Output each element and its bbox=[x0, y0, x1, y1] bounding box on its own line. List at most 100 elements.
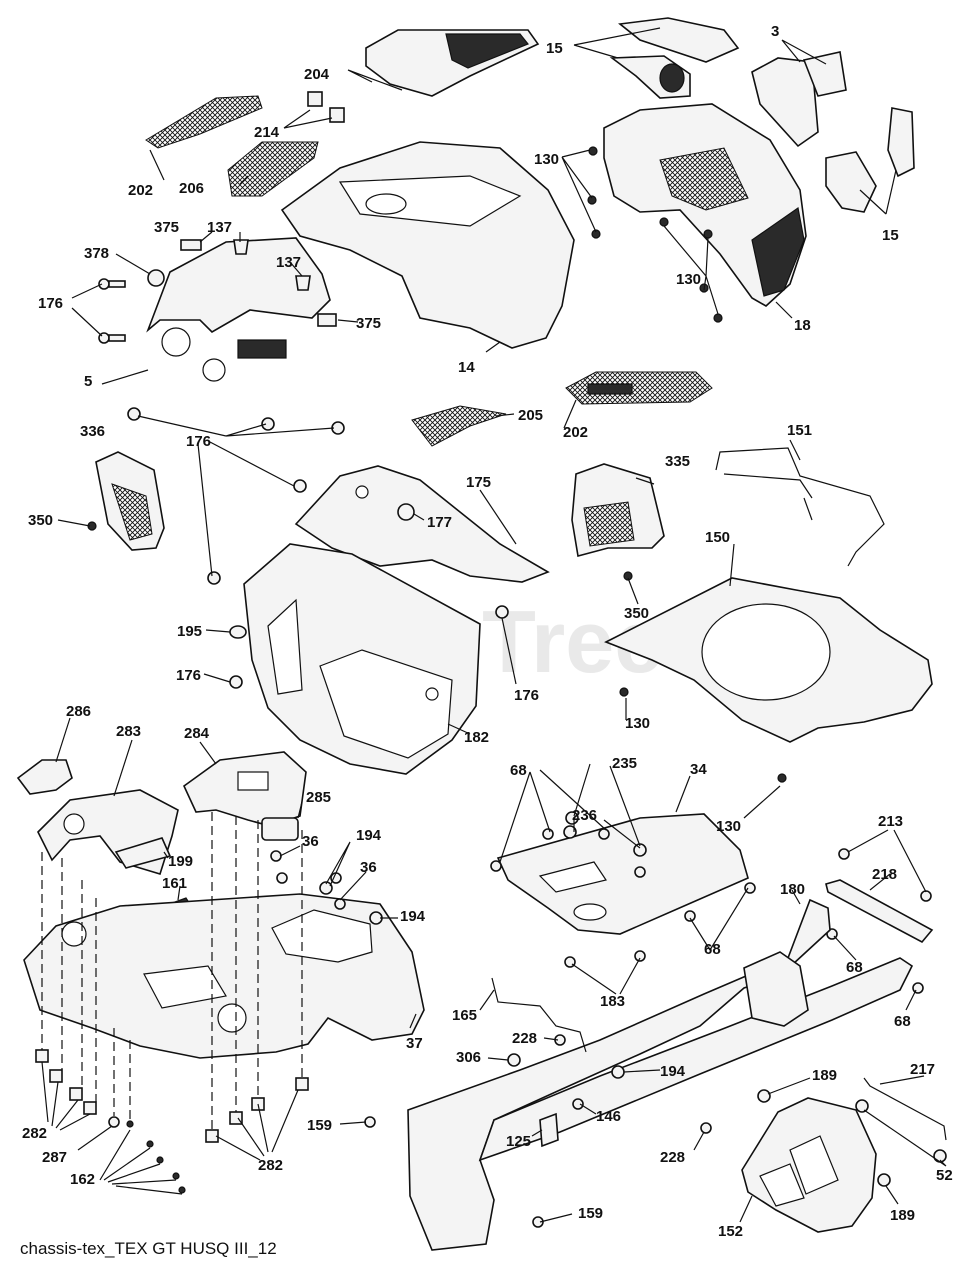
callout-130-d[interactable]: 130 bbox=[716, 818, 741, 835]
part-137-clip-b[interactable] bbox=[295, 275, 311, 291]
callout-194-c[interactable]: 194 bbox=[660, 1063, 686, 1080]
callout-68-b[interactable]: 68 bbox=[704, 941, 721, 958]
part-151-bracket[interactable] bbox=[715, 447, 885, 567]
callout-176-c[interactable]: 176 bbox=[176, 667, 201, 684]
callout-152[interactable]: 152 bbox=[718, 1223, 743, 1240]
part-283-left-cover[interactable] bbox=[37, 789, 179, 875]
callout-218[interactable]: 218 bbox=[872, 866, 897, 883]
callout-228-b[interactable]: 228 bbox=[660, 1149, 685, 1166]
callout-5[interactable]: 5 bbox=[84, 373, 92, 390]
callout-34[interactable]: 34 bbox=[690, 761, 707, 778]
callout-159[interactable]: 159 bbox=[307, 1117, 332, 1134]
part-206-bracket[interactable] bbox=[227, 141, 319, 197]
callout-15-right[interactable]: 15 bbox=[882, 227, 899, 244]
callout-375[interactable]: 375 bbox=[154, 219, 179, 236]
part-218-bar[interactable] bbox=[825, 879, 934, 944]
part-180-frame[interactable] bbox=[407, 898, 831, 1251]
callout-228[interactable]: 228 bbox=[512, 1030, 537, 1047]
callout-176-d[interactable]: 176 bbox=[514, 687, 539, 704]
part-286-cap[interactable] bbox=[16, 759, 73, 795]
callout-195[interactable]: 195 bbox=[177, 623, 202, 640]
callout-350-b[interactable]: 350 bbox=[624, 605, 649, 622]
callout-182[interactable]: 182 bbox=[464, 729, 489, 746]
callout-282[interactable]: 282 bbox=[22, 1125, 47, 1142]
callout-213[interactable]: 213 bbox=[878, 813, 903, 830]
callout-378[interactable]: 378 bbox=[84, 245, 109, 262]
part-199-plate[interactable] bbox=[114, 837, 172, 869]
part-34-plate[interactable] bbox=[496, 813, 749, 935]
part-378-grommet[interactable] bbox=[147, 269, 165, 287]
callout-375-b[interactable]: 375 bbox=[356, 315, 381, 332]
part-235-236-spacers[interactable] bbox=[563, 811, 647, 857]
callout-194-b[interactable]: 194 bbox=[400, 908, 426, 925]
part-137-clip-a[interactable] bbox=[233, 239, 249, 255]
callout-175[interactable]: 175 bbox=[466, 474, 491, 491]
callout-204[interactable]: 204 bbox=[304, 66, 330, 83]
callout-202-b[interactable]: 202 bbox=[563, 424, 588, 441]
callout-3[interactable]: 3 bbox=[771, 23, 779, 40]
callout-18[interactable]: 18 bbox=[794, 317, 811, 334]
part-194-nut-c[interactable] bbox=[611, 1065, 625, 1079]
callout-199[interactable]: 199 bbox=[168, 853, 193, 870]
part-125-bracket[interactable] bbox=[539, 1112, 559, 1148]
part-146-bolt[interactable] bbox=[572, 1098, 584, 1110]
part-130-screw-d[interactable] bbox=[777, 773, 787, 783]
callout-285[interactable]: 285 bbox=[306, 789, 331, 806]
callout-176-b[interactable]: 176 bbox=[186, 433, 211, 450]
callout-130[interactable]: 130 bbox=[534, 151, 559, 168]
callout-14[interactable]: 14 bbox=[458, 359, 475, 376]
part-68-nut-b[interactable] bbox=[912, 982, 924, 994]
part-52-nut-a[interactable] bbox=[855, 1099, 869, 1113]
part-375-plug-b[interactable] bbox=[317, 313, 337, 327]
callout-52[interactable]: 52 bbox=[936, 1167, 953, 1184]
part-5-dash-console[interactable] bbox=[146, 237, 331, 334]
callout-176[interactable]: 176 bbox=[38, 295, 63, 312]
callout-286[interactable]: 286 bbox=[66, 703, 91, 720]
callout-194[interactable]: 194 bbox=[356, 827, 382, 844]
callout-36[interactable]: 36 bbox=[302, 833, 319, 850]
part-37-fender[interactable] bbox=[23, 893, 425, 1059]
callout-284[interactable]: 284 bbox=[184, 725, 210, 742]
callout-283[interactable]: 283 bbox=[116, 723, 141, 740]
part-306-nut[interactable] bbox=[507, 1053, 521, 1067]
callout-151[interactable]: 151 bbox=[787, 422, 812, 439]
callout-205[interactable]: 205 bbox=[518, 407, 543, 424]
callout-68-d[interactable]: 68 bbox=[894, 1013, 911, 1030]
part-183-bolts[interactable] bbox=[564, 950, 646, 968]
part-214-clip-a[interactable] bbox=[307, 91, 323, 107]
part-189-bolt-b[interactable] bbox=[877, 1173, 891, 1187]
callout-36-b[interactable]: 36 bbox=[360, 859, 377, 876]
part-213-bolt-b[interactable] bbox=[920, 890, 932, 902]
part-195-plug[interactable] bbox=[229, 625, 247, 639]
callout-177[interactable]: 177 bbox=[427, 514, 452, 531]
callout-202[interactable]: 202 bbox=[128, 182, 153, 199]
part-68-bolts-plate[interactable] bbox=[490, 828, 756, 922]
callout-125[interactable]: 125 bbox=[506, 1133, 531, 1150]
callout-180[interactable]: 180 bbox=[780, 881, 805, 898]
callout-189[interactable]: 189 bbox=[812, 1067, 837, 1084]
callout-306[interactable]: 306 bbox=[456, 1049, 481, 1066]
callout-161[interactable]: 161 bbox=[162, 875, 187, 892]
callout-68[interactable]: 68 bbox=[510, 762, 527, 779]
part-194-nut-a[interactable] bbox=[319, 881, 333, 895]
callout-206[interactable]: 206 bbox=[179, 180, 204, 197]
callout-130-b[interactable]: 130 bbox=[676, 271, 701, 288]
part-214-clip-b[interactable] bbox=[329, 107, 345, 123]
callout-150[interactable]: 150 bbox=[705, 529, 730, 546]
callout-282-b[interactable]: 282 bbox=[258, 1157, 283, 1174]
part-217-rod[interactable] bbox=[863, 1077, 947, 1141]
part-205-trim[interactable] bbox=[411, 405, 507, 447]
part-202-grille-lower[interactable] bbox=[565, 371, 713, 405]
callout-68-c[interactable]: 68 bbox=[846, 959, 863, 976]
callout-335[interactable]: 335 bbox=[665, 453, 690, 470]
part-350-screw-b[interactable] bbox=[623, 571, 633, 581]
callout-15[interactable]: 15 bbox=[546, 40, 563, 57]
part-228-bolt-b[interactable] bbox=[700, 1122, 712, 1134]
part-375-plug-a[interactable] bbox=[180, 239, 202, 251]
callout-214[interactable]: 214 bbox=[254, 124, 280, 141]
part-213-bolt-a[interactable] bbox=[838, 848, 850, 860]
part-3-bracket[interactable] bbox=[751, 57, 819, 148]
callout-217[interactable]: 217 bbox=[910, 1061, 935, 1078]
part-130-screw-c[interactable] bbox=[619, 687, 629, 697]
callout-236[interactable]: 236 bbox=[572, 807, 597, 824]
